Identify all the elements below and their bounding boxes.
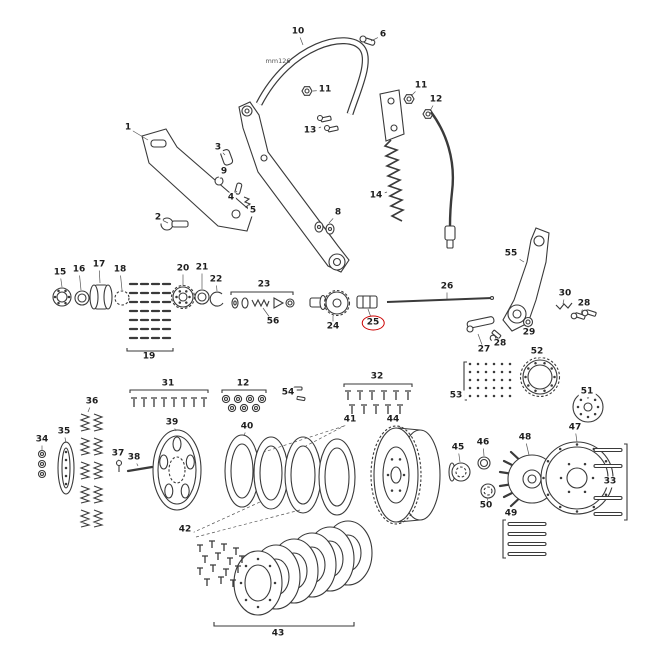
callout-25: 25 (361, 315, 385, 331)
diagram-note: mm126 (265, 57, 291, 65)
callout-28: 28 (575, 298, 593, 310)
callout-50: 50 (477, 500, 495, 512)
callout-43: 43 (269, 628, 287, 640)
callout-8: 8 (332, 207, 344, 219)
hub-and-sprocket-parts (448, 356, 628, 559)
callout-42: 42 (176, 524, 194, 536)
callout-41: 41 (341, 414, 359, 426)
mainshaft-parts-row (52, 282, 495, 352)
release-lever-and-arm (238, 35, 434, 273)
callout-28: 28 (491, 338, 509, 350)
friction-disc-stack (213, 520, 373, 627)
callout-16: 16 (70, 264, 88, 276)
callout-5: 5 (247, 205, 259, 217)
release-arm-and-adjuster (466, 227, 597, 342)
callout-24: 24 (324, 321, 342, 333)
callout-3: 3 (212, 142, 224, 154)
callout-2: 2 (152, 212, 164, 224)
callout-33: 33 (601, 476, 619, 488)
callout-31: 31 (159, 378, 177, 390)
callout-27: 27 (475, 344, 493, 356)
callout-39: 39 (163, 417, 181, 429)
callout-21: 21 (193, 262, 211, 274)
callout-13: 13 (301, 125, 319, 137)
callout-36: 36 (83, 396, 101, 408)
callout-46: 46 (474, 437, 492, 449)
callout-52: 52 (528, 346, 546, 358)
callout-18: 18 (111, 264, 129, 276)
callout-54: 54 (279, 387, 297, 399)
clutch-discs-and-drum (152, 425, 441, 525)
callout-48: 48 (516, 432, 534, 444)
callout-20: 20 (174, 263, 192, 275)
callout-17: 17 (90, 259, 108, 271)
lever-bracket-assembly (141, 128, 254, 232)
callout-47: 47 (566, 422, 584, 434)
callout-6: 6 (377, 29, 389, 41)
callout-45: 45 (449, 442, 467, 454)
callout-32: 32 (368, 371, 386, 383)
callout-49: 49 (502, 508, 520, 520)
screw-cluster (197, 540, 245, 587)
callout-37: 37 (109, 448, 127, 460)
callout-11: 11 (316, 84, 334, 96)
callout-34: 34 (33, 434, 51, 446)
callout-30: 30 (556, 288, 574, 300)
callout-12: 12 (427, 94, 445, 106)
callout-29: 29 (520, 327, 538, 339)
callout-35: 35 (55, 426, 73, 438)
callout-55: 55 (502, 248, 520, 260)
callout-51: 51 (578, 386, 596, 398)
callout-1: 1 (122, 122, 134, 134)
clutch-cable-and-spring (383, 111, 456, 249)
callout-12: 12 (234, 378, 252, 390)
callout-44: 44 (384, 414, 402, 426)
callout-4: 4 (225, 192, 237, 204)
callout-23: 23 (255, 279, 273, 291)
callout-22: 22 (207, 274, 225, 286)
callout-11: 11 (412, 80, 430, 92)
callout-14: 14 (367, 190, 385, 202)
callout-53: 53 (447, 390, 465, 402)
callout-19: 19 (140, 351, 158, 363)
callout-9: 9 (218, 166, 230, 178)
callout-40: 40 (238, 421, 256, 433)
callout-38: 38 (125, 452, 143, 464)
fastener-groups (129, 383, 413, 414)
callout-56: 56 (264, 316, 282, 328)
callout-26: 26 (438, 281, 456, 293)
callout-10: 10 (289, 26, 307, 38)
callout-15: 15 (51, 267, 69, 279)
